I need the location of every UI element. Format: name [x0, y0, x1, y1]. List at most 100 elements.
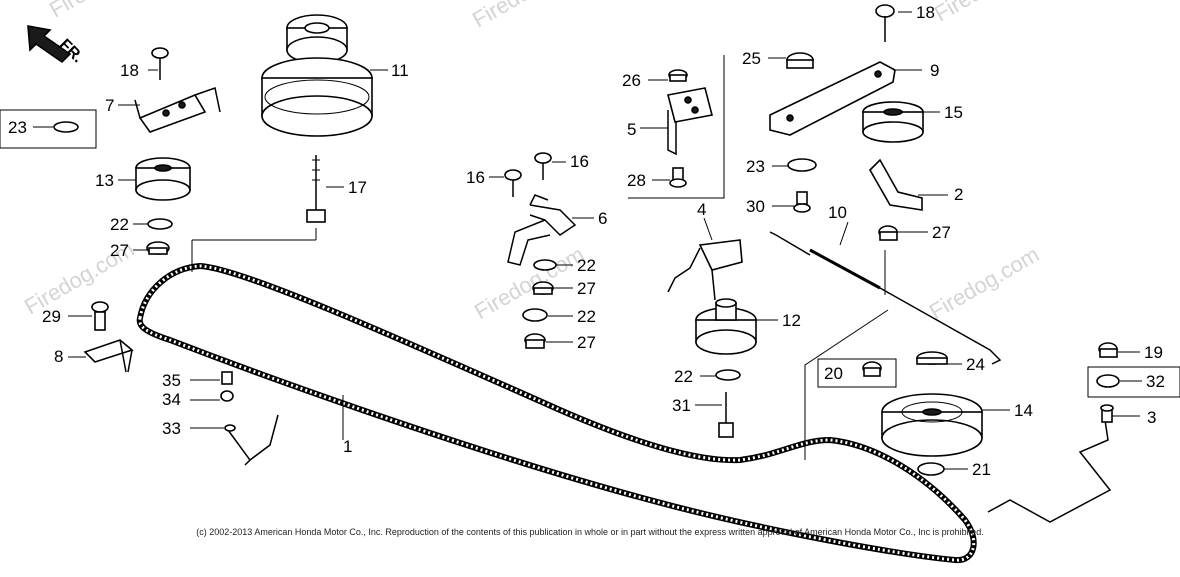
bolt-16-b: [504, 169, 522, 197]
callout-28: 28: [627, 171, 646, 190]
callout-16b: 16: [466, 168, 485, 187]
watermark: Firedog.com: [45, 0, 163, 22]
callout-21: 21: [972, 460, 991, 479]
bracket-8: [83, 339, 134, 373]
callout-2: 2: [954, 185, 963, 204]
bracket-2: [869, 158, 923, 211]
washer-22: [715, 369, 741, 381]
nut-27: [532, 281, 554, 295]
callout-14: 14: [1014, 401, 1033, 420]
pulley-11: [261, 14, 373, 137]
callout-29: 29: [42, 307, 61, 326]
nut-19: [1098, 342, 1118, 358]
callout-labels: 1 2 3 4 5 6 7 8 9 10 11 12 13 14 15 16 1…: [8, 3, 1165, 479]
watermark: Firedog.com: [930, 0, 1048, 26]
pulley-14: [881, 393, 983, 457]
tension-arm-9: [769, 61, 896, 136]
bolt-30: [793, 191, 811, 213]
callout-18a: 18: [120, 61, 139, 80]
callout-13: 13: [95, 171, 114, 190]
washer-32: [1087, 366, 1180, 398]
callout-22b: 22: [577, 256, 596, 275]
bolt-18-right: [875, 4, 895, 42]
callout-32: 32: [1146, 372, 1165, 391]
callout-16a: 16: [570, 152, 589, 171]
front-direction-arrow: [27, 25, 72, 64]
callout-25: 25: [742, 49, 761, 68]
callout-11: 11: [391, 61, 409, 80]
callout-7: 7: [105, 96, 114, 115]
rod-3: [987, 404, 1114, 523]
washer-22: [533, 259, 557, 271]
callout-1: 1: [343, 437, 352, 456]
callout-8: 8: [54, 347, 63, 366]
bolt-28: [669, 167, 687, 188]
callout-24: 24: [966, 355, 985, 374]
callout-4: 4: [697, 200, 706, 219]
bracket-box: [628, 55, 725, 199]
callout-30: 30: [746, 197, 765, 216]
callout-27c: 27: [577, 333, 596, 352]
clip-24: [916, 351, 948, 365]
washer-23-right: [787, 158, 817, 172]
spring-clip-6: [507, 194, 577, 266]
callout-3: 3: [1147, 408, 1156, 427]
callout-19: 19: [1144, 343, 1163, 362]
callout-6: 6: [598, 209, 607, 228]
bracket-4: [667, 239, 743, 301]
callout-18b: 18: [916, 3, 935, 22]
bolt-29: [91, 301, 109, 331]
washer-22: [147, 218, 173, 230]
callout-22c: 22: [577, 307, 596, 326]
copyright-notice: (c) 2002-2013 American Honda Motor Co., …: [196, 527, 984, 537]
idler-pulley-12: [695, 298, 757, 355]
callout-5: 5: [627, 120, 636, 139]
drive-belt: [136, 262, 977, 564]
callout-22a: 22: [110, 215, 129, 234]
bolt-16-a: [534, 152, 552, 180]
bolt-18-left: [151, 47, 169, 80]
callout-31: 31: [672, 396, 691, 415]
callout-35: 35: [162, 371, 181, 390]
callout-17: 17: [348, 178, 367, 197]
callout-15: 15: [944, 103, 963, 122]
callout-23b: 23: [746, 157, 765, 176]
callout-26: 26: [622, 71, 641, 90]
idler-pulley-15: [862, 101, 924, 143]
bolt-17: [191, 155, 326, 272]
nut-27: [524, 333, 546, 349]
nut-20: [817, 358, 897, 388]
bracket-5: [667, 87, 713, 156]
callout-27a: 27: [110, 241, 129, 260]
rod-33: [224, 414, 279, 466]
callout-20: 20: [824, 364, 843, 383]
washer-22: [522, 308, 548, 322]
callout-27d: 27: [932, 223, 951, 242]
nut-27: [878, 225, 898, 241]
watermark: Firedog.com: [468, 0, 586, 32]
nut-27: [146, 241, 170, 255]
bolt-31: [718, 392, 734, 438]
watermark: Firedog.com: [925, 242, 1043, 325]
idler-pulley-13: [135, 157, 191, 201]
callout-9: 9: [930, 61, 939, 80]
leader-lines: [33, 11, 1142, 470]
callout-27b: 27: [577, 279, 596, 298]
leader-line: [804, 309, 889, 460]
callout-10: 10: [828, 203, 847, 222]
spring-rod-10: [769, 231, 1002, 365]
bracket-7: [134, 87, 221, 133]
washer-23-left: [0, 109, 97, 149]
nut-35: [221, 371, 233, 385]
cap-34: [220, 390, 234, 402]
callout-34: 34: [162, 390, 181, 409]
callout-33: 33: [162, 419, 181, 438]
washer-25: [786, 52, 814, 69]
callout-12: 12: [782, 311, 801, 330]
nut-26: [668, 69, 688, 82]
washer-21: [917, 462, 945, 476]
callout-23a: 23: [8, 118, 27, 137]
callout-22d: 22: [674, 367, 693, 386]
